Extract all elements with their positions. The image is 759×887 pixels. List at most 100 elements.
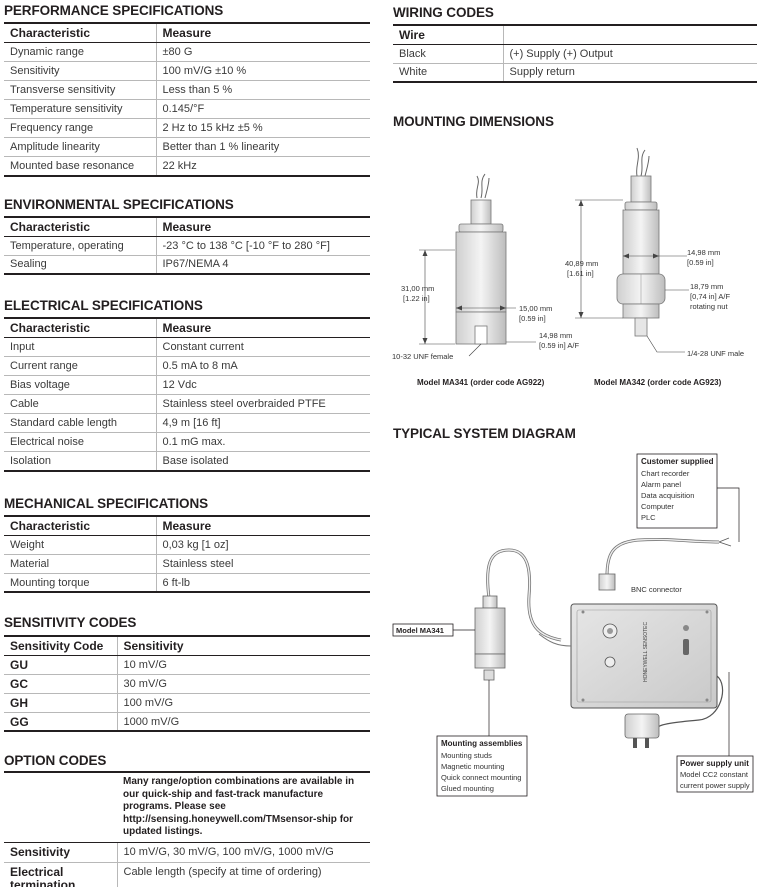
performance-cell-label: Temperature sensitivity (4, 99, 156, 119)
ma342-sensor-drawing (616, 147, 666, 337)
table-row: Dynamic range±80 G (4, 42, 370, 62)
mechanical-cell-header-0: Characteristic (4, 514, 156, 536)
ma342-dia-in: [0.59 in] (687, 258, 714, 267)
environmental-cell-value: IP67/NEMA 4 (155, 255, 370, 276)
performance-title: PERFORMANCE SPECIFICATIONS (4, 3, 224, 18)
customer-supplied-title: Customer supplied (641, 457, 714, 466)
customer-item-computer: Computer (641, 502, 674, 511)
ma341-sensor-drawing (455, 173, 507, 345)
ma341-height-in: [1.22 in] (403, 294, 430, 303)
option-row-termination-value: Cable length (specify at time of orderin… (116, 862, 370, 887)
performance-cell-value: 100 mV/G ±10 % (155, 61, 370, 81)
performance-cell-value: Better than 1 % linearity (155, 137, 370, 158)
customer-item-chart: Chart recorder (641, 469, 690, 478)
electrical-cell-header-0: Characteristic (4, 316, 156, 338)
mounting-item-studs: Mounting studs (441, 751, 492, 760)
performance-cell-label: Transverse sensitivity (4, 80, 156, 100)
wiring-header: Wire (393, 23, 503, 45)
sensitivity-code-cell-label: GG (4, 712, 117, 733)
sensitivity-code-cell-value: 30 mV/G (116, 674, 370, 694)
ma341-af-in: [0.59 in] A/F (539, 341, 579, 350)
power-supply-line2: current power supply (680, 781, 750, 790)
bnc-connector (598, 573, 616, 591)
electrical-cell-value: 0.5 mA to 8 mA (155, 356, 370, 376)
power-supply-line1: Model CC2 constant (680, 770, 749, 779)
sensitivity-code-cell-header-1: Sensitivity (116, 634, 370, 656)
signal-conditioner-unit: HONEYWELL SENSOTEC (570, 603, 718, 709)
performance-cell-label: Amplitude linearity (4, 137, 156, 158)
sensitivity-code-cell-label: GC (4, 674, 117, 694)
customer-item-plc: PLC (641, 513, 656, 522)
electrical-cell-value: 0.1 mG max. (155, 432, 370, 453)
sensitivity-codes-title: SENSITIVITY CODES (4, 615, 137, 630)
electrical-cell-label: Isolation (4, 451, 156, 472)
mounting-dimensions-drawing: 31,00 mm [1.22 in] 15,00 mm [0.59 in] 14… (392, 147, 744, 387)
mounting-item-quick: Quick connect mounting (441, 773, 521, 782)
performance-cell-value: 0.145/°F (155, 99, 370, 119)
mechanical-cell-label: Mounting torque (4, 573, 156, 594)
performance-cell-label: Frequency range (4, 118, 156, 139)
electrical-cell-value: 4,9 m [16 ft] (155, 413, 370, 434)
environmental-cell-label: Sealing (4, 255, 156, 276)
ma342-thread: 1/4-28 UNF male (687, 349, 744, 358)
option-codes-table: Many range/option combinations are avail… (4, 771, 370, 887)
ma342-nut-mm: 18,79 mm (690, 282, 723, 291)
unit-brand: HONEYWELL SENSOTEC (643, 622, 649, 682)
electrical-cell-label: Cable (4, 394, 156, 414)
electrical-cell-value: Stainless steel overbraided PTFE (155, 394, 370, 414)
ma342-dia-mm: 14,98 mm (687, 248, 720, 257)
sensitivity-code-cell-value: 10 mV/G (116, 655, 370, 675)
electrical-cell-label: Current range (4, 356, 156, 376)
mechanical-cell-label: Material (4, 554, 156, 574)
ma342-height-mm: 40,89 mm (565, 259, 598, 268)
bnc-label: BNC connector (631, 585, 682, 594)
customer-supplied-box (636, 453, 718, 529)
ma342-caption: Model MA342 (order code AG923) (594, 378, 722, 387)
power-supply-box (676, 755, 754, 793)
sensitivity-code-cell-header-0: Sensitivity Code (4, 634, 117, 656)
system-diagram-title: TYPICAL SYSTEM DIAGRAM (393, 426, 576, 441)
ma341-dia-mm: 15,00 mm (519, 304, 552, 313)
performance-cell-header-0: Characteristic (4, 21, 156, 43)
electrical-cell-value: Base isolated (155, 451, 370, 472)
ma342-nut-label: rotating nut (690, 302, 728, 311)
mechanical-cell-value: 6 ft-lb (155, 573, 370, 594)
ma341-caption: Model MA341 (order code AG922) (417, 378, 545, 387)
wiring-codes-title: WIRING CODES (393, 5, 494, 20)
mounting-dimensions-title: MOUNTING DIMENSIONS (393, 114, 554, 129)
wiring-row-white-wire: White (393, 63, 503, 84)
electrical-cell-header-1: Measure (155, 316, 370, 338)
performance-cell-header-1: Measure (155, 21, 370, 43)
sensitivity-code-cell-value: 100 mV/G (116, 693, 370, 713)
environmental-cell-value: -23 °C to 138 °C [-10 °F to 280 °F] (155, 236, 370, 256)
ma341-dia-in: [0.59 in] (519, 314, 546, 323)
mechanical-cell-value: Stainless steel (155, 554, 370, 574)
option-codes-note: Many range/option combinations are avail… (117, 771, 370, 843)
performance-cell-value: ±80 G (155, 42, 370, 62)
ma342-nut-in: [0,74 in] A/F (690, 292, 730, 301)
ma341-height-mm: 31,00 mm (401, 284, 434, 293)
performance-cell-value: 22 kHz (155, 156, 370, 177)
table-row: Temperature, operating-23 °C to 138 °C [… (4, 236, 370, 256)
mechanical-cell-label: Weight (4, 535, 156, 555)
mechanical-cell-header-1: Measure (155, 514, 370, 536)
wiring-codes-table: Wire Black (+) Supply (+) Output White S… (393, 23, 757, 84)
performance-cell-value: 2 Hz to 15 kHz ±5 % (155, 118, 370, 139)
